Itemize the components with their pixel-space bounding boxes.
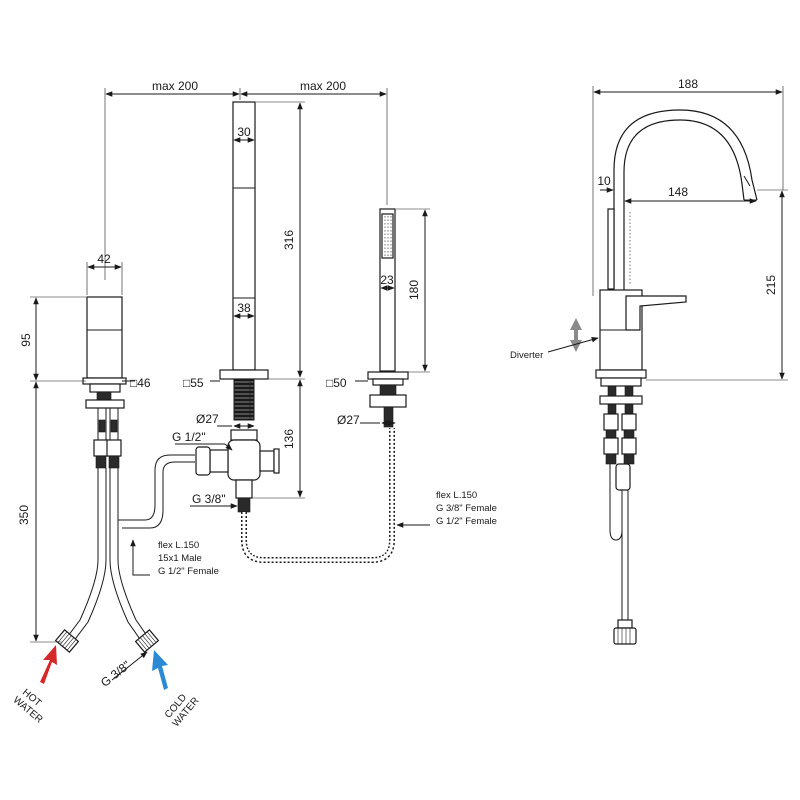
flex-right-line3: G 1/2" Female: [436, 516, 497, 527]
dim-g12: G 1/2": [172, 430, 206, 444]
dim-350: 350: [17, 505, 31, 525]
dim-diameter-27-right: Ø27: [337, 413, 360, 427]
dim-diameter-27-left: Ø27: [196, 412, 219, 426]
dim-38: 38: [237, 301, 251, 315]
hot-water-arrow-icon: [40, 645, 57, 684]
dim-max-200-right: max 200: [300, 79, 346, 93]
diverter-arrow-icon: [570, 318, 582, 352]
cold-water-indicator: COLD WATER: [152, 650, 202, 729]
mixer-cartridge: 42 95 □46: [19, 252, 195, 653]
dim-42: 42: [97, 252, 111, 266]
flex-note-left: flex L.150 15x1 Male G 1/2" Female: [130, 539, 219, 577]
dim-max-200-left: max 200: [152, 79, 198, 93]
dim-316: 316: [282, 230, 296, 250]
flex-note-right: flex L.150 G 3/8" Female G 1/2" Female: [396, 490, 497, 528]
flex-hose: [241, 428, 395, 563]
dim-180: 180: [407, 280, 421, 300]
spout-column: 30 38 316 □55 Ø27 G 1/2" G 3/8": [172, 101, 305, 513]
hot-water-indicator: HOT WATER: [11, 645, 57, 726]
dim-square-46: □46: [130, 376, 151, 390]
flex-left-line1: flex L.150: [158, 540, 199, 551]
handshower: 23 180 □50 Ø27: [326, 208, 430, 428]
dim-215: 215: [764, 275, 778, 295]
g38-bottom-group: G 3/8": [98, 651, 148, 690]
flex-right-line1: flex L.150: [436, 490, 477, 501]
cold-water-arrow-icon: [152, 650, 168, 690]
dim-g38-bottom: G 3/8": [98, 658, 133, 690]
dim-30: 30: [237, 125, 251, 139]
diverter-label: Diverter: [510, 350, 543, 361]
dim-square-55: □55: [183, 376, 204, 390]
flex-right-line2: G 3/8" Female: [436, 503, 497, 514]
dim-square-50: □50: [326, 376, 347, 390]
flex-left-line3: G 1/2" Female: [158, 566, 219, 577]
dim-10: 10: [597, 174, 611, 188]
flex-left-line2: 15x1 Male: [158, 553, 202, 564]
max-width-dimensions: max 200 max 200: [104, 79, 388, 280]
dim-23: 23: [380, 273, 394, 287]
dim-136: 136: [282, 429, 296, 449]
dim-g38-top: G 3/8": [192, 492, 226, 506]
side-view: 188 10 148 215 Diverter: [510, 77, 788, 645]
dim-188: 188: [678, 77, 698, 91]
dim-148: 148: [668, 185, 688, 199]
dim-350-group: 350: [17, 381, 62, 643]
dim-95: 95: [19, 333, 33, 347]
